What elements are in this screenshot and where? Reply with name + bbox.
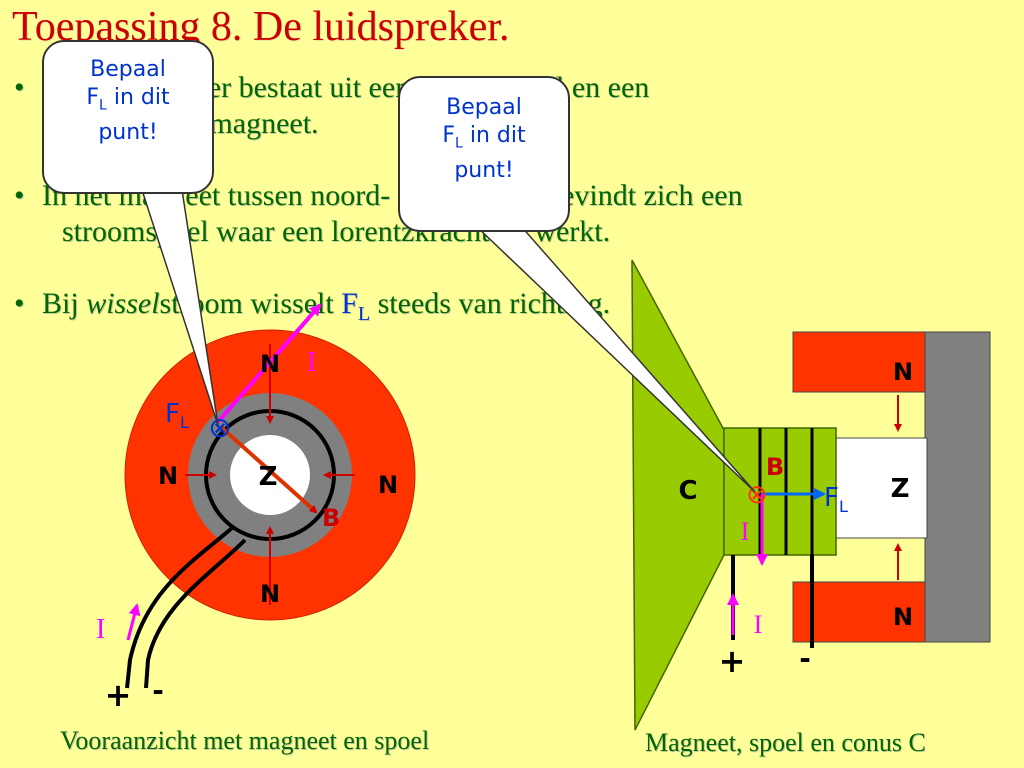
current-label-wire: I	[96, 614, 105, 645]
force-label-side: FL	[824, 483, 848, 516]
bullet-3-pre: Bij	[42, 287, 87, 320]
pole-n-right: N	[378, 471, 398, 499]
minus-terminal-front: -	[152, 674, 164, 707]
pole-z-side: Z	[891, 474, 910, 504]
pole-n-left: N	[158, 462, 178, 490]
pole-n-top: N	[260, 350, 280, 378]
caption-front-view: Vooraanzicht met magneet en spoel	[60, 726, 430, 755]
bullet-dot: •	[14, 71, 25, 104]
magnet-center-pole	[834, 437, 928, 539]
callout-bubble-side: Bepaal FL in dit punt!	[398, 76, 570, 232]
plus-terminal-front: +	[105, 676, 132, 714]
b-label-front: B	[322, 504, 340, 532]
pole-z-center: Z	[259, 462, 278, 492]
b-label-side: B	[766, 453, 784, 481]
bullet-3-italic: wissel	[86, 287, 160, 320]
current-direction-arrow	[216, 303, 322, 424]
front-view: N N N N Z I I FL B ⊗ + -	[96, 303, 416, 714]
lead-wire-left	[125, 526, 234, 689]
bullet-3-force-symbol: FL	[341, 287, 371, 325]
cone-label: C	[678, 476, 697, 506]
caption-side-view: Magneet, spoel en conus C	[645, 728, 926, 757]
callout-tail-2	[473, 224, 756, 493]
pole-n-side-bottom: N	[893, 603, 913, 631]
lead-wire-right	[144, 538, 247, 689]
b-field-arrow	[220, 426, 318, 514]
minus-terminal-side: -	[799, 642, 811, 675]
magnet-top-red	[792, 331, 929, 393]
current-label-coil: I	[741, 517, 750, 546]
magnet-bottom-red	[792, 581, 929, 643]
current-arrow-wire	[126, 603, 141, 641]
current-into-page-symbol-front: ⊗	[208, 411, 231, 444]
bullet-dot: •	[14, 287, 25, 320]
plus-terminal-side: +	[719, 642, 746, 680]
callout-bubble-front: Bepaal FL in dit punt!	[42, 40, 214, 194]
force-label-front: FL	[165, 399, 189, 432]
current-label-lead: I	[754, 610, 763, 639]
current-label-top: I	[307, 347, 316, 378]
bullet-dot: •	[14, 179, 25, 212]
side-view: C N N Z B ⊗ FL I I + -	[631, 259, 991, 731]
magnet-back-gray	[924, 331, 991, 643]
pole-n-bottom: N	[260, 580, 280, 608]
pole-n-side-top: N	[893, 358, 913, 386]
